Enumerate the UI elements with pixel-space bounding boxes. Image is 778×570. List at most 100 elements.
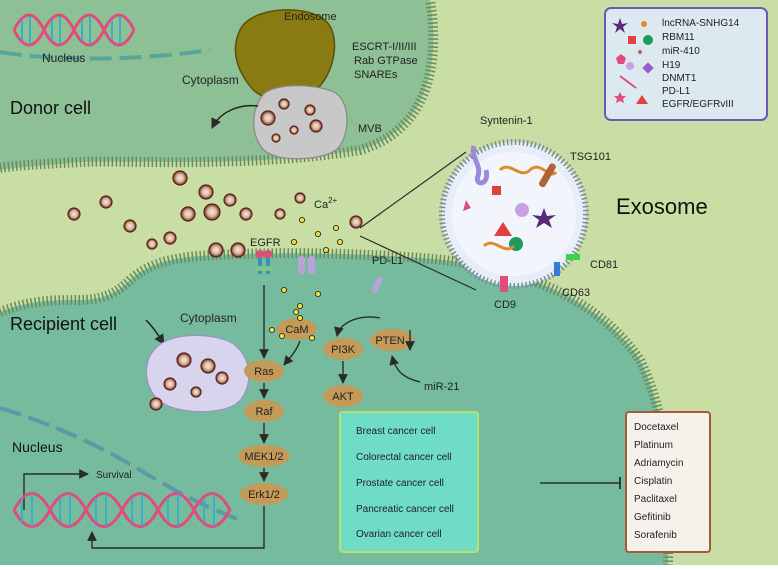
pdl1-label: PD-L1 <box>372 255 403 267</box>
calcium-ion <box>268 326 276 334</box>
donor-membrane <box>0 0 439 173</box>
vesicle <box>309 119 323 133</box>
calcium-ion <box>278 332 286 340</box>
cam-label: CaM <box>285 324 308 336</box>
drug-box <box>625 411 711 553</box>
egfr-receptor <box>256 250 272 274</box>
vesicle <box>274 208 286 220</box>
vesicle <box>172 170 188 186</box>
legend-item: RBM11 <box>662 32 695 43</box>
vesicle <box>215 371 229 385</box>
vesicle <box>289 125 299 135</box>
vesicle <box>200 358 216 374</box>
cytoplasm-top-label: Cytoplasm <box>182 73 239 87</box>
erk-label: Erk1/2 <box>248 489 280 501</box>
vesicle <box>146 238 158 250</box>
vesicle <box>294 192 306 204</box>
vesicle <box>180 206 196 222</box>
cancer-cell-list: Breast cancer cell Colorectal cancer cel… <box>356 426 454 540</box>
vesicle <box>208 242 224 258</box>
raf-node <box>244 400 284 422</box>
calcium-ion <box>314 290 322 298</box>
nucleus-bottom-label: Nucleus <box>12 439 63 455</box>
pten-node <box>370 329 414 351</box>
vesicle <box>239 207 253 221</box>
membrane-channel <box>298 256 315 274</box>
vesicle <box>230 242 246 258</box>
pi3k-node <box>323 338 363 360</box>
cd63-protein <box>554 262 560 276</box>
vesicle <box>190 386 202 398</box>
recipient-cell-label: Recipient cell <box>10 314 117 334</box>
pathway-arrows <box>23 285 421 549</box>
syntenin-label: Syntenin-1 <box>480 115 533 127</box>
calcium-ion <box>280 286 288 294</box>
recipient-membrane <box>0 248 674 566</box>
drug-item: Cisplatin <box>634 476 672 487</box>
vesicle <box>203 203 221 221</box>
vesicle <box>278 98 290 110</box>
egfr-label: EGFR <box>250 237 281 249</box>
legend-item: PD-L1 <box>662 86 691 97</box>
calcium-ion <box>308 334 316 342</box>
cancer-cell-item: Colorectal cancer cell <box>356 452 452 463</box>
cancer-cell-item: Prostate cancer cell <box>356 478 444 489</box>
ras-node <box>244 360 284 382</box>
legend-item: miR-410 <box>662 46 700 57</box>
vesicle <box>163 231 177 245</box>
survival-label: Survival <box>96 470 132 481</box>
endosome-label: Endosome <box>284 11 337 23</box>
pten-label: PTEN <box>375 335 404 347</box>
calcium-ion <box>336 238 344 246</box>
vesicle <box>149 397 163 411</box>
calcium-ions <box>268 216 344 342</box>
escrt-label: ESCRT-I/II/III <box>352 41 417 53</box>
cd81-label: CD81 <box>590 259 618 271</box>
nucleus-envelope-top <box>0 48 211 61</box>
mvb-label: MVB <box>358 123 382 135</box>
drug-list: Docetaxel Platinum Adriamycin Cisplatin … <box>634 422 683 541</box>
raf-label: Raf <box>255 406 273 418</box>
drug-item: Paclitaxel <box>634 494 677 505</box>
drug-item: Sorafenib <box>634 530 677 541</box>
drug-item: Platinum <box>634 440 673 451</box>
cd9-label: CD9 <box>494 299 516 311</box>
vesicle <box>349 215 363 229</box>
cd63-label: CD63 <box>562 287 590 299</box>
calcium-ion <box>322 246 330 254</box>
mek-node <box>238 445 290 467</box>
vesicle <box>223 193 237 207</box>
calcium-ion <box>296 314 304 322</box>
mek-label: MEK1/2 <box>244 451 283 463</box>
tsg101-protein <box>539 163 556 188</box>
nucleus-top-label: Nucleus <box>42 51 85 65</box>
drug-item: Gefitinib <box>634 512 671 523</box>
vesicle <box>123 219 137 233</box>
zoom-line-bottom <box>359 235 477 291</box>
legend-item: EGFR/EGFRvIII <box>662 99 734 110</box>
pdl1-receptor <box>371 276 383 294</box>
vesicle <box>198 184 214 200</box>
legend-item: H19 <box>662 60 681 71</box>
calcium-ion <box>296 302 304 310</box>
calcium-ion <box>332 224 340 232</box>
legend-item: DNMT1 <box>662 73 697 84</box>
pi3k-label: PI3K <box>331 344 356 356</box>
cancer-cell-box <box>339 411 479 553</box>
ras-label: Ras <box>254 366 274 378</box>
exosome-label: Exosome <box>616 194 708 219</box>
vesicle <box>260 110 276 126</box>
dna-helix-top <box>12 13 136 47</box>
cd9-protein <box>500 276 508 292</box>
calcium-ion <box>298 216 306 224</box>
vesicle <box>67 207 81 221</box>
calcium-ion <box>314 230 322 238</box>
cancer-cell-item: Pancreatic cancer cell <box>356 504 454 515</box>
cam-node <box>277 318 317 340</box>
vesicle <box>176 352 192 368</box>
ca-label: Ca2+ <box>314 196 338 211</box>
zoom-line-top <box>359 151 467 229</box>
mvb-release-arrow <box>211 104 259 129</box>
drug-item: Docetaxel <box>634 422 678 433</box>
